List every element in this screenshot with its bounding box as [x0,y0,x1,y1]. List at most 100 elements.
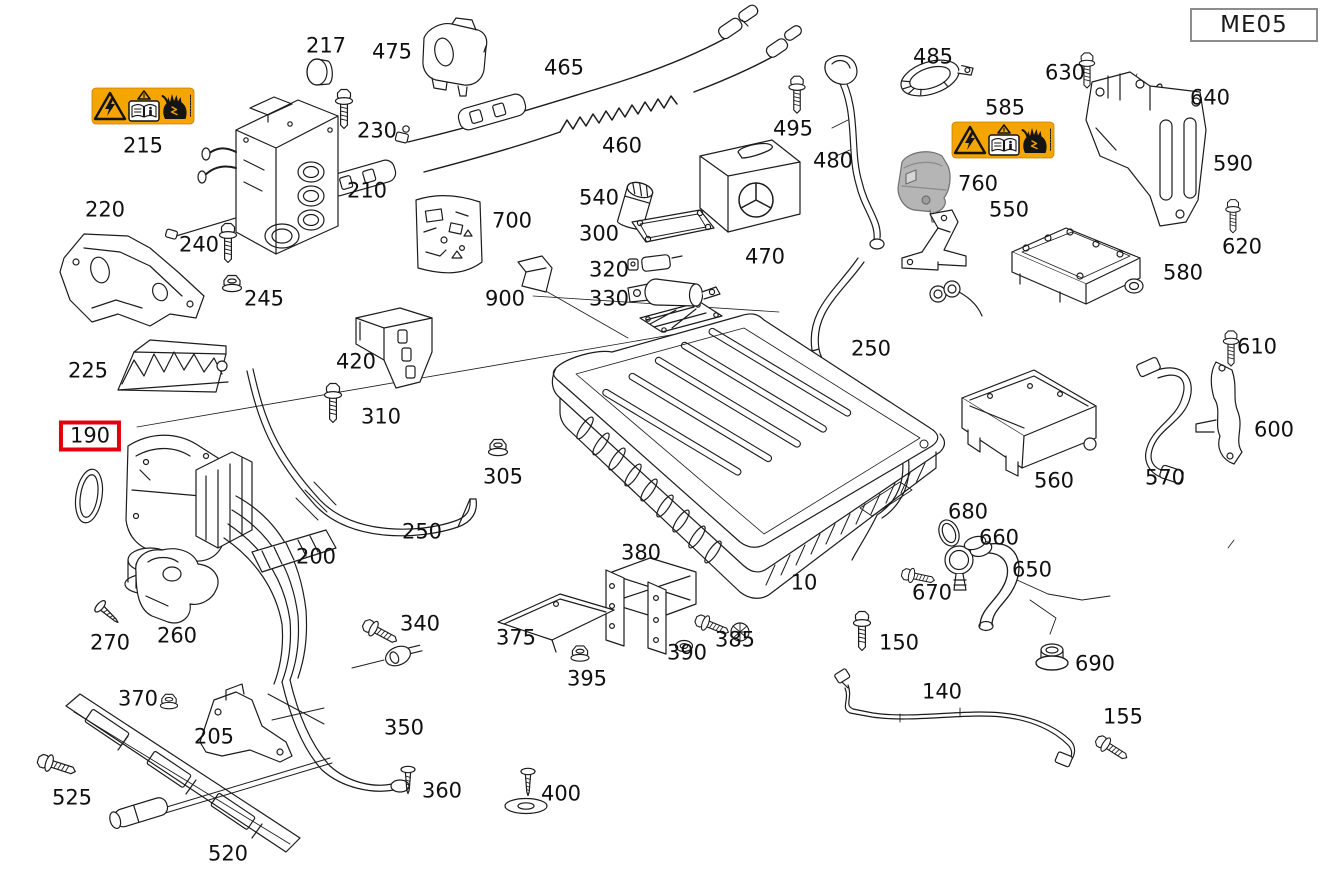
part-callout-650[interactable]: 650 [1011,557,1053,582]
plate-375-drawing [497,593,615,653]
part-callout-245[interactable]: 245 [243,286,285,311]
part-callout-610[interactable]: 610 [1236,334,1278,359]
part-callout-340[interactable]: 340 [399,611,441,636]
part-callout-700[interactable]: 700 [491,208,533,233]
part-callout-570[interactable]: 570 [1144,465,1186,490]
part-callout-217[interactable]: 217 [305,33,347,58]
part-callout-470[interactable]: 470 [744,244,786,269]
part-callout-525[interactable]: 525 [51,785,93,810]
frame-590-drawing [1085,71,1207,227]
part-callout-375[interactable]: 375 [495,625,537,650]
part-callout-300[interactable]: 300 [578,221,620,246]
case-470-drawing [699,139,801,233]
part-callout-540[interactable]: 540 [578,185,620,210]
part-callout-390[interactable]: 390 [666,640,708,665]
part-callout-400[interactable]: 400 [540,781,582,806]
part-callout-230[interactable]: 230 [356,118,398,143]
part-callout-220[interactable]: 220 [84,197,126,222]
diagram-code-box: ME05 [1190,8,1318,42]
flange-nut-icon [487,438,509,457]
part-callout-260[interactable]: 260 [156,623,198,648]
part-callout-350[interactable]: 350 [383,715,425,740]
bolt-icon [323,382,343,424]
part-callout-495[interactable]: 495 [772,116,814,141]
part-callout-475[interactable]: 475 [371,39,413,64]
part-callout-670[interactable]: 670 [911,580,953,605]
part-callout-420[interactable]: 420 [335,349,377,374]
charge-cable-460-drawing [164,25,802,240]
bracket-420-drawing [355,307,433,389]
part-callout-155[interactable]: 155 [1102,704,1144,729]
hose-570-drawing [1136,356,1192,484]
folded-label-900-drawing [517,255,553,293]
harness-250-left-drawing [246,368,477,537]
retainer-475-drawing [422,17,488,97]
part-callout-620[interactable]: 620 [1221,234,1263,259]
part-callout-630[interactable]: 630 [1044,60,1086,85]
bracket-600-drawing [1195,361,1243,549]
part-callout-385[interactable]: 385 [714,627,756,652]
part-callout-205[interactable]: 205 [193,724,235,749]
converter-560-drawing [961,369,1097,477]
part-callout-395[interactable]: 395 [566,666,608,691]
diagram-code-label: ME05 [1220,12,1288,38]
part-callout-240[interactable]: 240 [178,232,220,257]
part-callout-200[interactable]: 200 [295,544,337,569]
part-callout-270[interactable]: 270 [89,630,131,655]
sticker-sheet-700-drawing [415,194,483,274]
part-callout-550[interactable]: 550 [988,197,1030,222]
part-callout-480[interactable]: 480 [812,148,854,173]
fuse-330-drawing [627,278,721,307]
high-voltage-warning-sticker-585 [950,120,1056,160]
part-callout-330[interactable]: 330 [588,286,630,311]
part-callout-585[interactable]: 585 [984,95,1026,120]
bolt-385-drawing [692,611,750,642]
part-callout-560[interactable]: 560 [1033,468,1075,493]
part-callout-680[interactable]: 680 [947,499,989,524]
bracket-205-drawing [199,683,325,763]
clamp-660-drawing [944,545,974,591]
part-callout-380[interactable]: 380 [620,540,662,565]
bolt-icon [852,610,872,652]
part-callout-900[interactable]: 900 [484,286,526,311]
part-callout-250[interactable]: 250 [401,519,443,544]
part-callout-215[interactable]: 215 [122,133,164,158]
part-callout-465[interactable]: 465 [543,55,585,80]
part-callout-460[interactable]: 460 [601,133,643,158]
seal-485-drawing [900,59,974,97]
part-callout-210[interactable]: 210 [346,178,388,203]
cap-540-drawing [616,181,654,230]
bolt-icon [1092,732,1132,765]
part-callout-370[interactable]: 370 [117,686,159,711]
screw-icon [92,598,124,629]
inverter-210-drawing [197,96,339,255]
grommet-217-drawing [306,58,333,86]
part-callout-590[interactable]: 590 [1212,151,1254,176]
part-callout-320[interactable]: 320 [588,257,630,282]
part-callout-305[interactable]: 305 [482,464,524,489]
part-callout-310[interactable]: 310 [360,404,402,429]
bracket-550-drawing [901,209,967,271]
part-callout-485[interactable]: 485 [912,44,954,69]
part-callout-360[interactable]: 360 [421,778,463,803]
part-callout-250[interactable]: 250 [850,336,892,361]
part-callout-600[interactable]: 600 [1253,417,1295,442]
part-callout-580[interactable]: 580 [1162,260,1204,285]
part-callout-190-selected[interactable]: 190 [58,420,122,452]
part-callout-660[interactable]: 660 [978,525,1020,550]
part-callout-760[interactable]: 760 [957,171,999,196]
hose-650-drawing [963,535,1111,635]
bolt-icon [788,75,806,114]
high-voltage-warning-sticker-215 [90,86,196,126]
part-callout-150[interactable]: 150 [878,630,920,655]
part-callout-225[interactable]: 225 [67,358,109,383]
bolt-icon [34,750,79,781]
part-callout-520[interactable]: 520 [207,841,249,866]
control-unit-580-drawing [1011,227,1144,305]
part-callout-640[interactable]: 640 [1189,85,1231,110]
rail-520-drawing [65,693,333,853]
part-callout-10[interactable]: 10 [790,570,818,595]
part-callout-140[interactable]: 140 [921,679,963,704]
bracket-380-drawing [605,557,697,655]
part-callout-690[interactable]: 690 [1074,651,1116,676]
